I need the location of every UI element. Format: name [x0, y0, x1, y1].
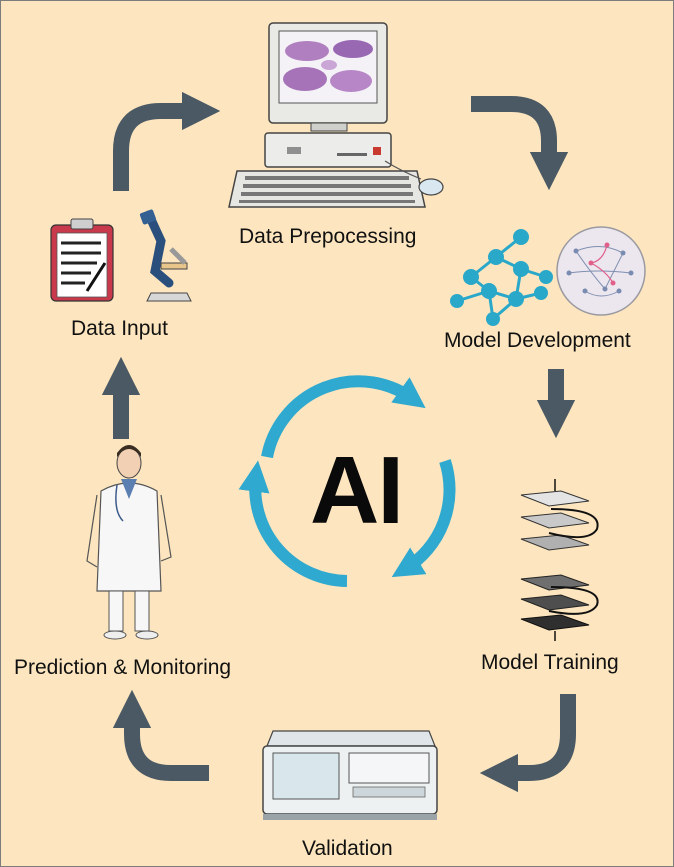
clipboard-microscope-icon [50, 209, 192, 302]
lab-instrument-icon [262, 730, 438, 820]
stage-label-prediction-monitoring: Prediction & Monitoring [14, 656, 232, 679]
arrow-input-to-preprocessing [113, 91, 221, 191]
stage-label-validation: Validation [302, 837, 393, 860]
layer-stack-icon [520, 479, 599, 641]
computer-icon [228, 22, 444, 208]
doctor-icon [86, 445, 172, 640]
stage-label-data-input: Data Input [71, 317, 168, 340]
arrow-training-to-validation [479, 694, 576, 793]
stage-label-data-preprocessing: Data Prepocessing [239, 225, 417, 248]
arrow-validation-to-prediction [112, 689, 209, 781]
stage-label-model-development: Model Development [444, 329, 631, 352]
network-graph-icon [450, 226, 646, 326]
cycle-arrow-right [391, 459, 456, 578]
ai-center-label: AI [310, 437, 404, 544]
cycle-arrow-bottom [238, 460, 348, 587]
arrow-preprocessing-to-development [471, 96, 569, 191]
cycle-arrow-top [261, 375, 426, 459]
stage-label-model-training: Model Training [481, 651, 619, 674]
